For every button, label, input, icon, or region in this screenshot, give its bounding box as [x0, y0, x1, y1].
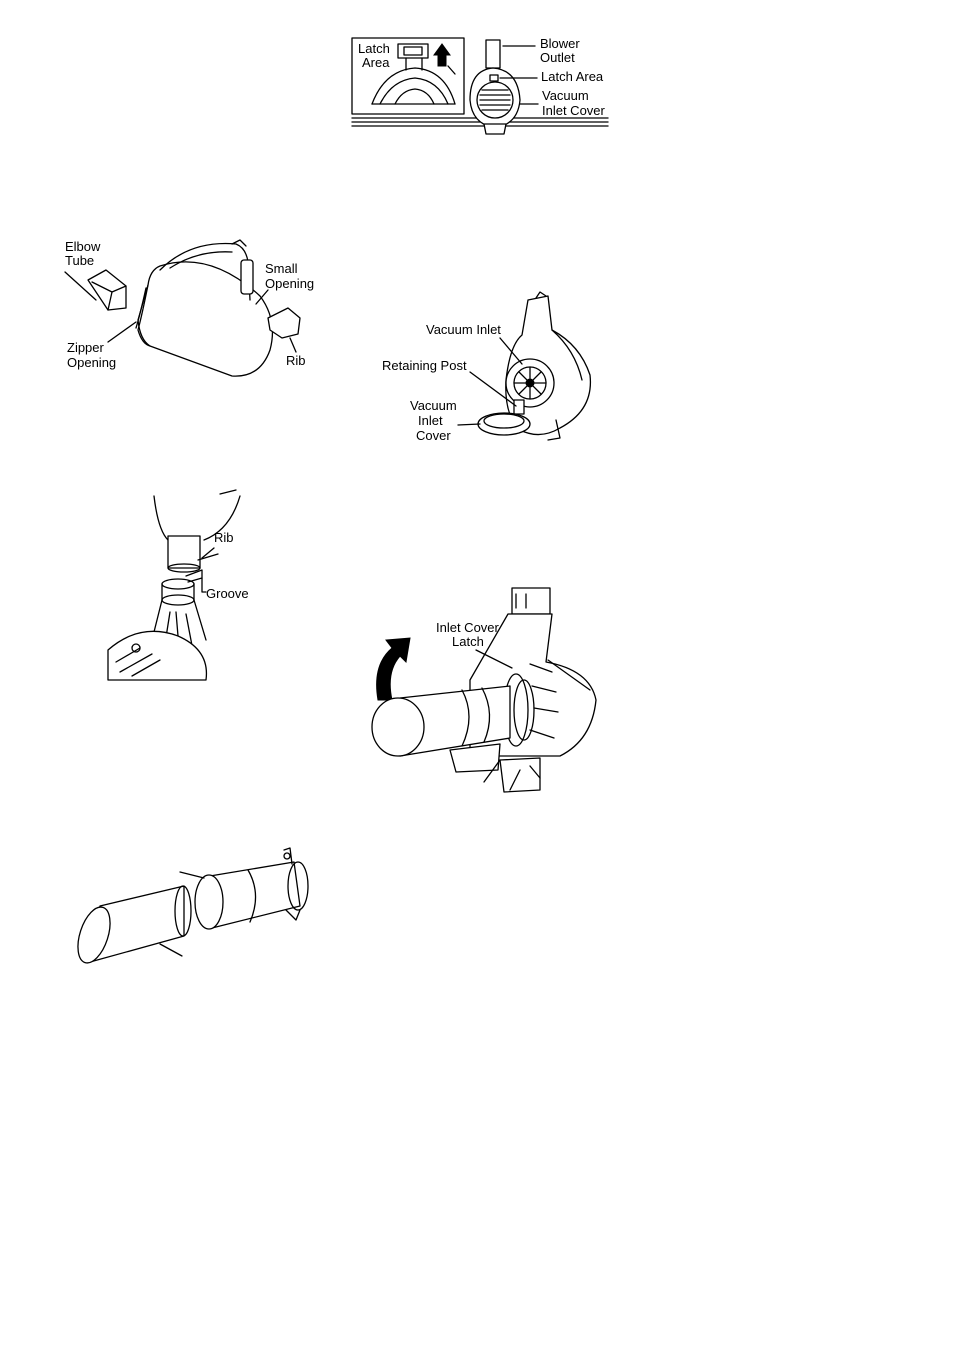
rib-leader-1	[290, 338, 296, 352]
figure-tube-assembly	[72, 848, 308, 967]
small-opening-label-1: Small	[265, 261, 298, 276]
vacuum-inlet-label: Vacuum Inlet	[426, 322, 501, 337]
blower-outlet-top	[108, 579, 206, 680]
vacuum-inlet-cover-label-2: Inlet Cover	[542, 103, 606, 118]
blower-outlet-label-1: Blower	[540, 36, 580, 51]
groove-label: Groove	[206, 586, 249, 601]
lower-tube	[72, 886, 191, 967]
inlet-cover-disc	[478, 413, 530, 435]
figure-vacuum-inlet: Vacuum Inlet Retaining Post Vacuum Inlet…	[382, 292, 590, 443]
blower-front-view	[470, 40, 520, 134]
up-arrow-icon	[434, 44, 450, 66]
rib-label-2: Rib	[214, 530, 234, 545]
rib-label-1: Rib	[286, 353, 306, 368]
upper-tube	[195, 848, 308, 929]
blower-with-tube	[372, 588, 596, 792]
small-opening-label-2: Opening	[265, 276, 314, 291]
cover-label-3: Cover	[416, 428, 451, 443]
inlet-cover-latch-label-1: Inlet Cover	[436, 620, 500, 635]
figure-tube-latch: Inlet Cover Latch	[372, 588, 596, 792]
figure-vacuum-bag: Elbow Tube Small Opening Zipper Opening …	[65, 239, 314, 376]
elbow-label-1: Elbow	[65, 239, 101, 254]
curved-arrow-icon	[377, 638, 410, 700]
inset-area-label: Area	[362, 55, 390, 70]
lower-tube-arrow	[160, 944, 182, 956]
figure-inlet-cover-overview: Latch Area Blower Outlet Latch Area	[352, 36, 608, 134]
latch-area-label: Latch Area	[541, 69, 604, 84]
elbow-label-2: Tube	[65, 253, 94, 268]
elbow-tube	[88, 270, 126, 310]
cover-label-2: Inlet	[418, 413, 443, 428]
figure-bag-attachment: Rib Groove	[108, 490, 249, 680]
cover-label-1: Vacuum	[410, 398, 457, 413]
upper-tube-arrow	[180, 872, 204, 878]
retaining-post-label: Retaining Post	[382, 358, 467, 373]
zipper-label-2: Opening	[67, 355, 116, 370]
inlet-cover-latch-label-2: Latch	[452, 634, 484, 649]
zipper-leader	[108, 322, 136, 342]
inset-latch-label: Latch	[358, 41, 390, 56]
cover-leader	[458, 424, 480, 425]
zipper-label-1: Zipper	[67, 340, 105, 355]
vacuum-inlet-cover-label-1: Vacuum	[542, 88, 589, 103]
blower-outlet-label-2: Outlet	[540, 50, 575, 65]
